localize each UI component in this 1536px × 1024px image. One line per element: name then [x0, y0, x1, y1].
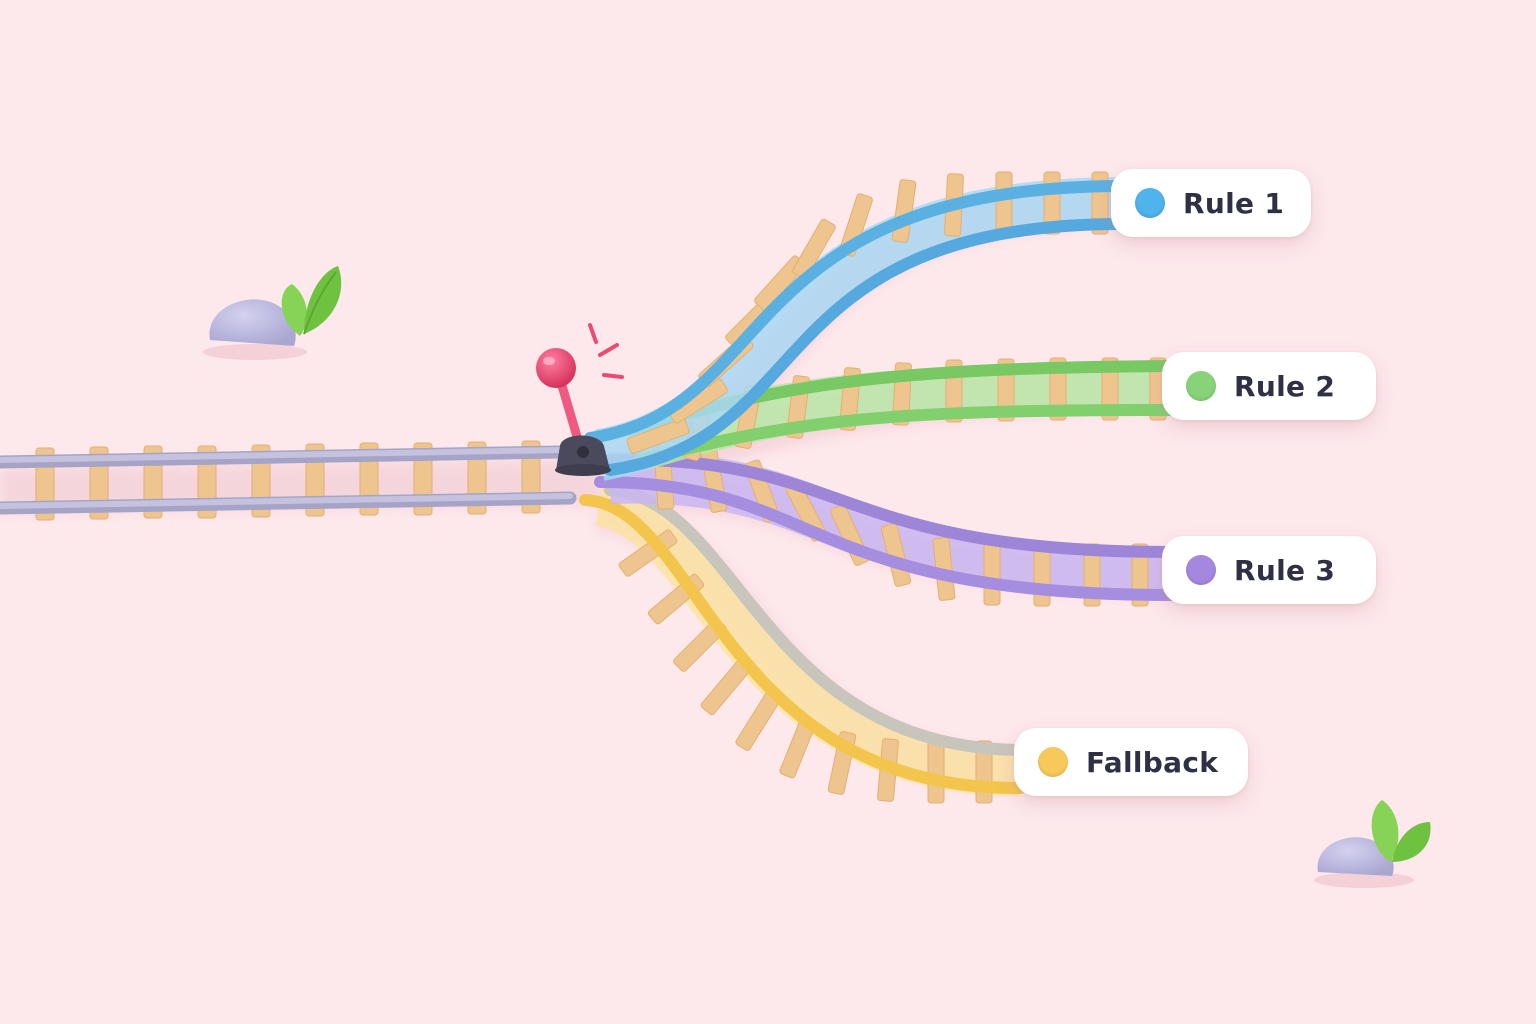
- route-label-rule-3[interactable]: Rule 3: [1162, 536, 1376, 604]
- main-track-rails: [0, 445, 577, 515]
- railway-switch-lever-icon: [536, 323, 624, 476]
- rule-1-color-dot: [1135, 188, 1165, 218]
- branch-rule-1: [584, 171, 1126, 481]
- main-track: [0, 440, 577, 521]
- rule-3-color-dot: [1186, 555, 1216, 585]
- fallback-color-dot: [1038, 747, 1068, 777]
- route-label-rule-2[interactable]: Rule 2: [1162, 352, 1376, 420]
- rock-and-leaves-icon: [203, 266, 342, 360]
- route-label-fallback[interactable]: Fallback: [1014, 728, 1248, 796]
- rule-1-label: Rule 1: [1183, 186, 1285, 220]
- rock-and-leaves-icon: [1314, 800, 1431, 888]
- branch-rule-3: [594, 446, 1176, 607]
- rule-2-label: Rule 2: [1234, 369, 1336, 403]
- branch-fallback: [579, 474, 1026, 804]
- fallback-label: Fallback: [1086, 745, 1219, 779]
- rule-3-label: Rule 3: [1234, 553, 1336, 587]
- switch-motion-lines: [588, 323, 624, 379]
- track-shadows: [0, 185, 1171, 790]
- rule-2-color-dot: [1186, 371, 1216, 401]
- route-label-rule-1[interactable]: Rule 1: [1111, 169, 1311, 237]
